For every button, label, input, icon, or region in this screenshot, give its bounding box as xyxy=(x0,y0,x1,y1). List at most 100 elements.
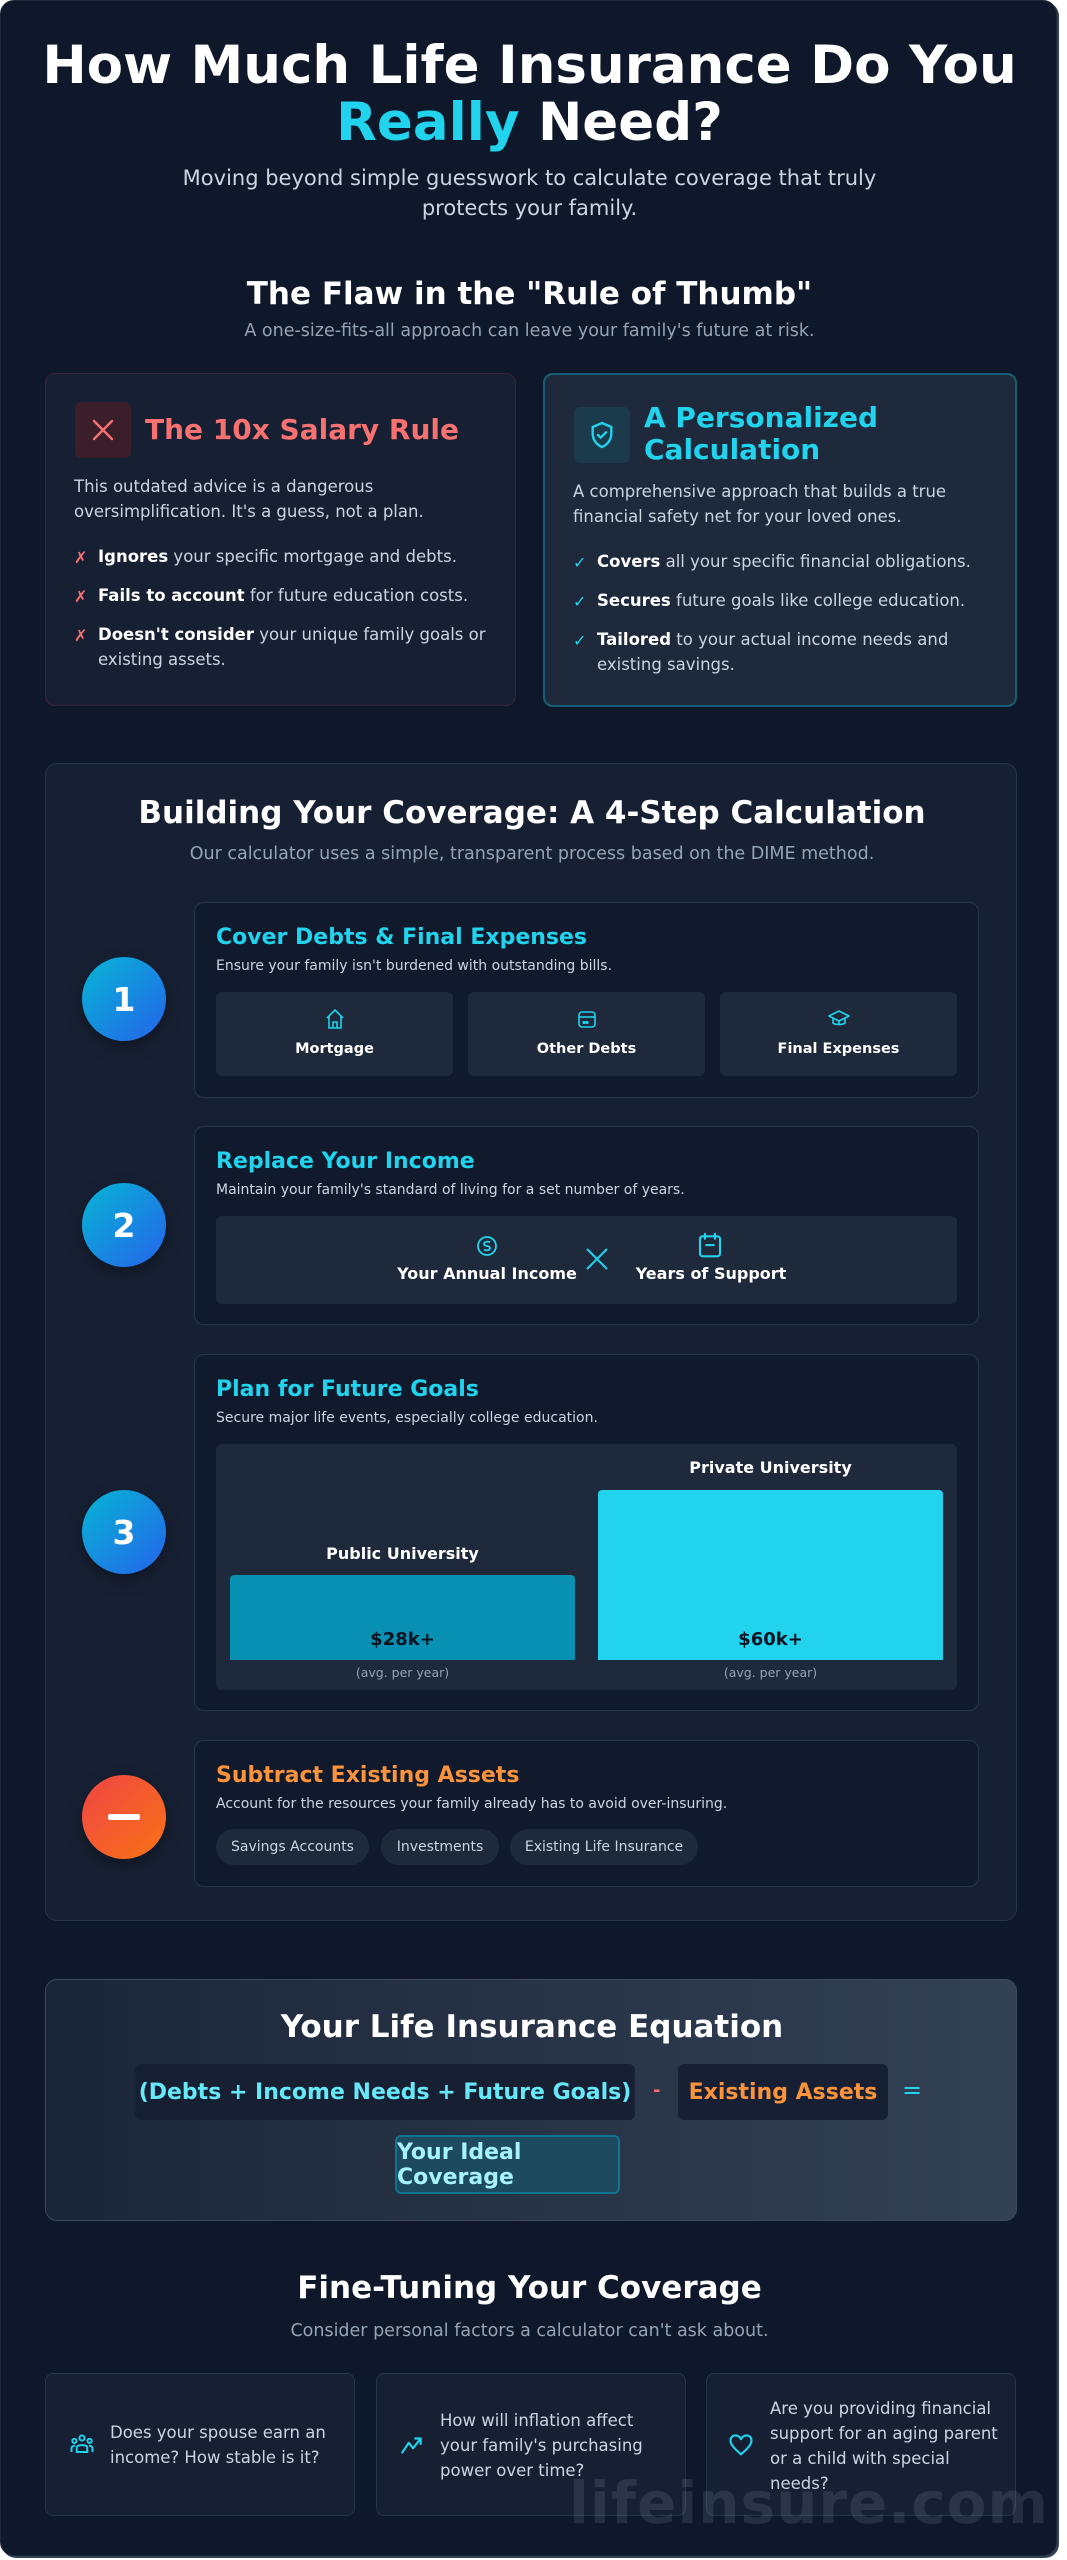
bullet-text: your unique family goals or existing ass… xyxy=(98,625,486,669)
step-title: Subtract Existing Assets xyxy=(216,1763,520,1788)
fine-tuning-text: How will inflation affect your family's … xyxy=(440,2411,643,2480)
chip-investments: Investments xyxy=(381,1829,499,1865)
check-mark-icon: ✓ xyxy=(573,553,587,572)
step-title: Replace Your Income xyxy=(216,1149,475,1174)
annual-income-label: Your Annual Income xyxy=(397,1264,577,1283)
page-subtitle: Moving beyond simple guesswork to calcul… xyxy=(182,166,877,220)
title-rest: Need? xyxy=(519,92,723,153)
bar-public-university: $28k+ xyxy=(230,1575,575,1660)
step-description: Secure major life events, especially col… xyxy=(216,1410,598,1426)
step-card-future-goals: Plan for Future Goals Secure major life … xyxy=(194,1354,979,1711)
step-number-badge: 2 xyxy=(82,1183,166,1267)
fine-tuning-text: Are you providing financial support for … xyxy=(770,2399,998,2493)
tile-label: Other Debts xyxy=(536,1041,637,1057)
bullet-text: to your actual income needs and existing… xyxy=(597,630,949,674)
bullet-bold: Covers xyxy=(597,552,661,571)
fine-tuning-title: Fine-Tuning Your Coverage xyxy=(297,2270,762,2306)
calendar-icon xyxy=(698,1232,722,1258)
bar-note: (avg. per year) xyxy=(355,1665,450,1680)
bullet-text: for future education costs. xyxy=(244,586,469,605)
heart-icon xyxy=(729,2433,753,2455)
bullet-bold: Doesn't consider xyxy=(98,625,254,644)
step-description: Ensure your family isn't burdened with o… xyxy=(216,958,613,974)
good-card-title: A Personalized Calculation xyxy=(644,401,878,466)
step-description: Maintain your family's standard of livin… xyxy=(216,1182,685,1198)
step-card-debts: Cover Debts & Final Expenses Ensure your… xyxy=(194,902,979,1098)
graduation-cap-icon xyxy=(827,1010,850,1026)
fine-tuning-card-spouse: Does your spouse earn an income? How sta… xyxy=(45,2373,355,2516)
bar-note: (avg. per year) xyxy=(723,1665,818,1680)
bullet-bold: Fails to account xyxy=(98,586,245,605)
fine-tuning-card-dependents: Are you providing financial support for … xyxy=(706,2373,1016,2516)
fine-tuning-card-inflation: How will inflation affect your family's … xyxy=(376,2373,686,2516)
bullet-bold: Secures xyxy=(597,591,671,610)
subtract-badge xyxy=(82,1775,166,1859)
bad-card-description: This outdated advice is a dangerous over… xyxy=(74,477,424,521)
ideal-coverage-result: Your Ideal Coverage xyxy=(395,2135,620,2194)
x-icon xyxy=(75,402,131,458)
cross-mark-icon: ✗ xyxy=(74,548,88,567)
card-personalized-calculation: A Personalized Calculation A comprehensi… xyxy=(543,373,1017,707)
trending-up-icon xyxy=(401,2436,422,2454)
multiply-icon xyxy=(586,1248,608,1270)
flaw-section-title: The Flaw in the "Rule of Thumb" xyxy=(246,276,813,312)
years-support-label: Years of Support xyxy=(635,1264,787,1283)
equation-left-term: (Debts + Income Needs + Future Goals) xyxy=(135,2064,635,2120)
step-number-badge: 3 xyxy=(82,1490,166,1574)
shield-check-icon xyxy=(574,407,630,463)
bad-card-title: The 10x Salary Rule xyxy=(145,413,459,446)
check-mark-icon: ✓ xyxy=(573,592,587,611)
tile-other-debts: Other Debts xyxy=(468,992,705,1076)
minus-icon xyxy=(108,1814,140,1820)
house-icon xyxy=(325,1009,344,1029)
equation-section: Your Life Insurance Equation (Debts + In… xyxy=(45,1979,1017,2221)
flaw-section-subtitle: A one-size-fits-all approach can leave y… xyxy=(244,321,815,341)
bullet-bold: Tailored xyxy=(597,630,672,649)
steps-section-subtitle: Our calculator uses a simple, transparen… xyxy=(189,844,875,864)
income-formula: Your Annual Income Years of Support xyxy=(216,1216,957,1304)
good-card-description: A comprehensive approach that builds a t… xyxy=(573,482,947,526)
bar-value: $28k+ xyxy=(370,1629,435,1650)
bullet-text: all your specific financial obligations. xyxy=(660,552,971,571)
tile-label: Mortgage xyxy=(295,1041,374,1057)
check-mark-icon: ✓ xyxy=(573,631,587,650)
bar-label-public: Public University xyxy=(326,1544,479,1563)
bar-private-university: $60k+ xyxy=(598,1490,943,1660)
bullet-text: future goals like college education. xyxy=(670,591,966,610)
fine-tuning-text: Does your spouse earn an income? How sta… xyxy=(110,2423,326,2467)
family-icon xyxy=(70,2433,94,2453)
steps-section-title: Building Your Coverage: A 4-Step Calcula… xyxy=(138,795,926,831)
title-line-1: How Much Life Insurance Do You xyxy=(42,35,1017,96)
title-line-2: Really Need? xyxy=(1,92,1056,153)
step-card-subtract-assets: Subtract Existing Assets Account for the… xyxy=(194,1740,979,1887)
cross-mark-icon: ✗ xyxy=(74,587,88,606)
equation-title: Your Life Insurance Equation xyxy=(280,2009,784,2045)
credit-card-icon xyxy=(577,1011,596,1028)
step-description: Account for the resources your family al… xyxy=(216,1796,728,1812)
chip-existing-life-insurance: Existing Life Insurance xyxy=(510,1829,698,1865)
step-title: Cover Debts & Final Expenses xyxy=(216,925,588,950)
card-10x-salary-rule: The 10x Salary Rule This outdated advice… xyxy=(45,373,516,706)
step-card-income: Replace Your Income Maintain your family… xyxy=(194,1126,979,1325)
cross-mark-icon: ✗ xyxy=(74,626,88,645)
college-cost-chart: Public University $28k+ (avg. per year) … xyxy=(216,1444,957,1690)
tile-mortgage: Mortgage xyxy=(216,992,453,1076)
bar-label-private: Private University xyxy=(689,1458,852,1477)
fine-tuning-subtitle: Consider personal factors a calculator c… xyxy=(290,2321,769,2341)
bullet-text: your specific mortgage and debts. xyxy=(168,547,457,566)
step-number-badge: 1 xyxy=(82,957,166,1041)
chip-savings-accounts: Savings Accounts xyxy=(216,1829,369,1865)
watermark: lifeinsure.com xyxy=(569,2469,1049,2537)
title-accent: Really xyxy=(336,92,520,153)
bar-value: $60k+ xyxy=(738,1629,803,1650)
tile-final-expenses: Final Expenses xyxy=(720,992,957,1076)
tile-label: Final Expenses xyxy=(777,1041,900,1057)
dollar-coin-icon xyxy=(477,1236,497,1256)
bullet-bold: Ignores xyxy=(98,547,169,566)
page-title: How Much Life Insurance Do You Really Ne… xyxy=(1,35,1056,153)
equation-right-term: Existing Assets xyxy=(678,2064,888,2120)
equals-operator: = xyxy=(902,2076,923,2104)
minus-operator: - xyxy=(653,2080,661,2101)
steps-section: Building Your Coverage: A 4-Step Calcula… xyxy=(45,763,1017,1921)
